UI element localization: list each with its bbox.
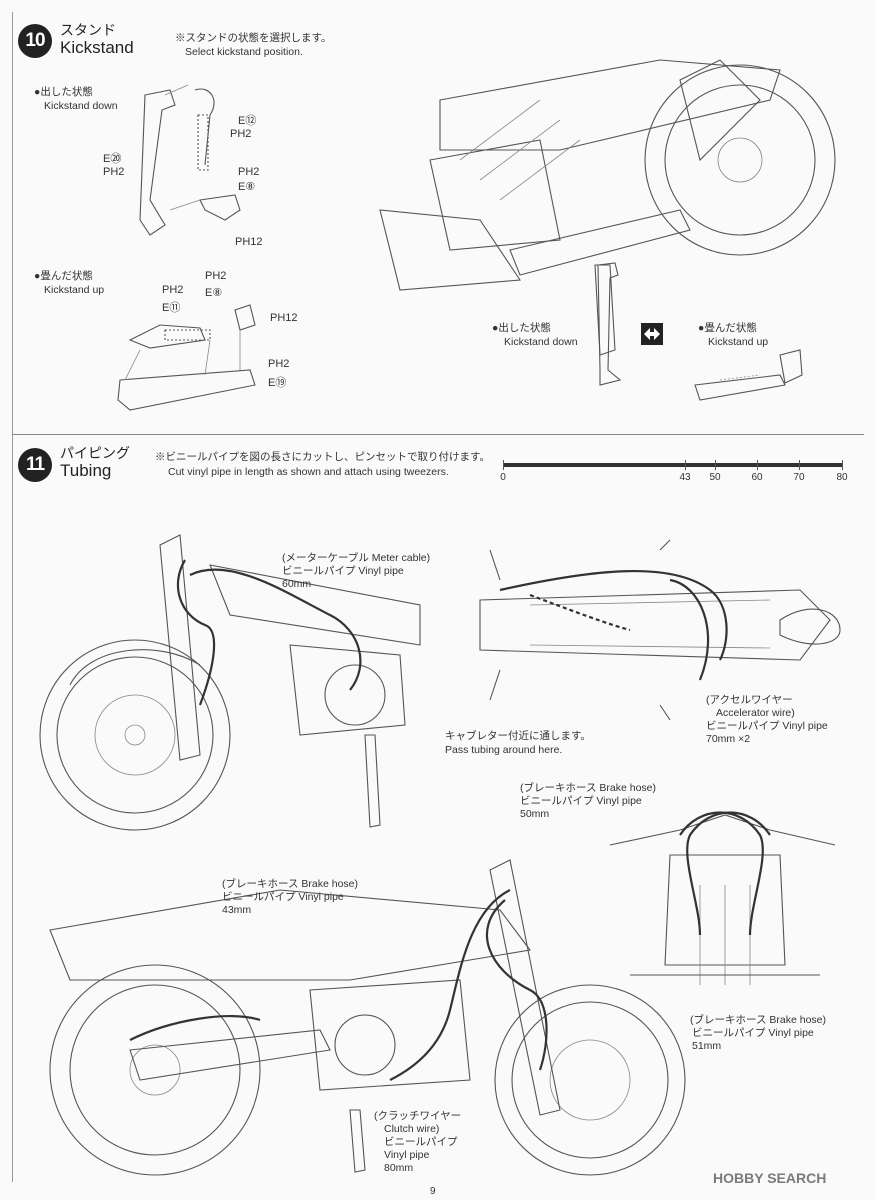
brake-hose-43-line1: (ブレーキホース Brake hose) xyxy=(222,878,359,890)
watermark: HOBBY SEARCH xyxy=(713,1170,827,1186)
front-view-drawing xyxy=(609,811,836,985)
accel-wire-line3: ビニールパイプ Vinyl pipe xyxy=(706,720,828,732)
part-up-4: E⑧ xyxy=(205,287,223,299)
ruler-tick xyxy=(503,460,504,470)
ruler-label: 50 xyxy=(709,472,721,483)
page-number: 9 xyxy=(430,1186,436,1197)
brake-hose-50-line2: ビニールパイプ Vinyl pipe xyxy=(520,795,642,807)
ruler-tick xyxy=(685,460,686,470)
step-11-title-en: Tubing xyxy=(60,461,112,480)
kickstand-up-drawing xyxy=(117,304,256,411)
part-down-7: PH12 xyxy=(235,236,263,248)
callout-down-jp: ●出した状態 xyxy=(492,322,551,334)
ruler-label: 70 xyxy=(793,472,805,483)
brake-hose-51-line1: (ブレーキホース Brake hose) xyxy=(690,1014,827,1026)
part-up-2: E⑪ xyxy=(162,302,181,314)
part-down-4: PH2 xyxy=(103,166,125,178)
up-label-en: Kickstand up xyxy=(44,284,105,296)
part-up-6: PH2 xyxy=(268,358,290,370)
accel-wire-line2: Accelerator wire) xyxy=(716,707,795,719)
step-10-number: 10 xyxy=(18,24,52,58)
part-up-3: PH2 xyxy=(205,270,227,282)
accel-wire-line4: 70mm ×2 xyxy=(706,733,751,745)
step-10-note-jp: ※スタンドの状態を選択します。 xyxy=(175,32,332,44)
down-label-jp: ●出した状態 xyxy=(34,86,93,98)
part-down-1: E⑫ xyxy=(238,115,257,127)
accel-wire-line1: (アクセルワイヤー xyxy=(706,694,793,706)
part-down-3: E⑳ xyxy=(103,153,122,165)
ruler-tick xyxy=(715,460,716,470)
brake-hose-50-line1: (ブレーキホース Brake hose) xyxy=(520,782,657,794)
callout-down-en: Kickstand down xyxy=(504,336,578,348)
ruler-tick xyxy=(799,460,800,470)
kickstand-down-detail xyxy=(597,262,622,386)
callout-up-en: Kickstand up xyxy=(708,336,769,348)
carb-note-en: Pass tubing around here. xyxy=(445,744,563,756)
front-side-view-drawing xyxy=(39,534,421,831)
section-divider xyxy=(12,434,864,435)
ruler-label: 0 xyxy=(500,472,506,483)
clutch-wire-line3: ビニールパイプ xyxy=(384,1136,458,1148)
part-down-6: E⑧ xyxy=(238,181,256,193)
ruler-label: 80 xyxy=(836,472,848,483)
page-frame xyxy=(12,12,13,1182)
brake-hose-43-line3: 43mm xyxy=(222,904,252,916)
brake-hose-43-line2: ビニールパイプ Vinyl pipe xyxy=(222,891,344,903)
part-up-7: E⑲ xyxy=(268,377,287,389)
ruler-tick xyxy=(842,460,843,470)
length-ruler xyxy=(503,463,843,467)
kickstand-up-detail xyxy=(694,349,803,401)
step-10-note-en: Select kickstand position. xyxy=(185,46,303,58)
step-10-title-jp: スタンド xyxy=(60,23,116,39)
ruler-label: 60 xyxy=(751,472,763,483)
step-11-note-en: Cut vinyl pipe in length as shown and at… xyxy=(168,466,449,478)
clutch-wire-line5: 80mm xyxy=(384,1162,414,1174)
part-down-2: PH2 xyxy=(230,128,252,140)
clutch-wire-line2: Clutch wire) xyxy=(384,1123,440,1135)
step-10-title-en: Kickstand xyxy=(60,38,134,57)
clutch-wire-line4: Vinyl pipe xyxy=(384,1149,430,1161)
kickstand-down-drawing xyxy=(139,84,241,236)
down-label-en: Kickstand down xyxy=(44,100,118,112)
up-label-jp: ●畳んだ状態 xyxy=(34,270,93,282)
part-up-5: PH12 xyxy=(270,312,298,324)
ruler-label: 43 xyxy=(679,472,691,483)
motorcycle-rear-drawing xyxy=(379,59,836,356)
brake-hose-50-line3: 50mm xyxy=(520,808,550,820)
part-up-1: PH2 xyxy=(162,284,184,296)
part-down-5: PH2 xyxy=(238,166,260,178)
carb-note-jp: キャブレター付近に通します。 xyxy=(445,730,591,742)
callout-up-jp: ●畳んだ状態 xyxy=(698,322,757,334)
meter-cable-line2: ビニールパイプ Vinyl pipe xyxy=(282,565,404,577)
clutch-wire-line1: (クラッチワイヤー xyxy=(374,1110,462,1122)
step-11-number: 11 xyxy=(18,448,52,482)
meter-cable-line1: (メーターケーブル Meter cable) xyxy=(282,552,431,564)
brake-hose-51-line3: 51mm xyxy=(692,1040,722,1052)
full-side-view-drawing xyxy=(49,859,686,1176)
brake-hose-51-line2: ビニールパイプ Vinyl pipe xyxy=(692,1027,814,1039)
ruler-tick xyxy=(757,460,758,470)
step-11-title-jp: パイピング xyxy=(60,446,130,462)
switch-arrows-icon xyxy=(641,323,663,345)
top-view-drawing xyxy=(479,539,841,721)
step-11-note-jp: ※ビニールパイプを図の長さにカットし、ピンセットで取り付けます。 xyxy=(155,451,490,463)
meter-cable-line3: 60mm xyxy=(282,578,312,590)
